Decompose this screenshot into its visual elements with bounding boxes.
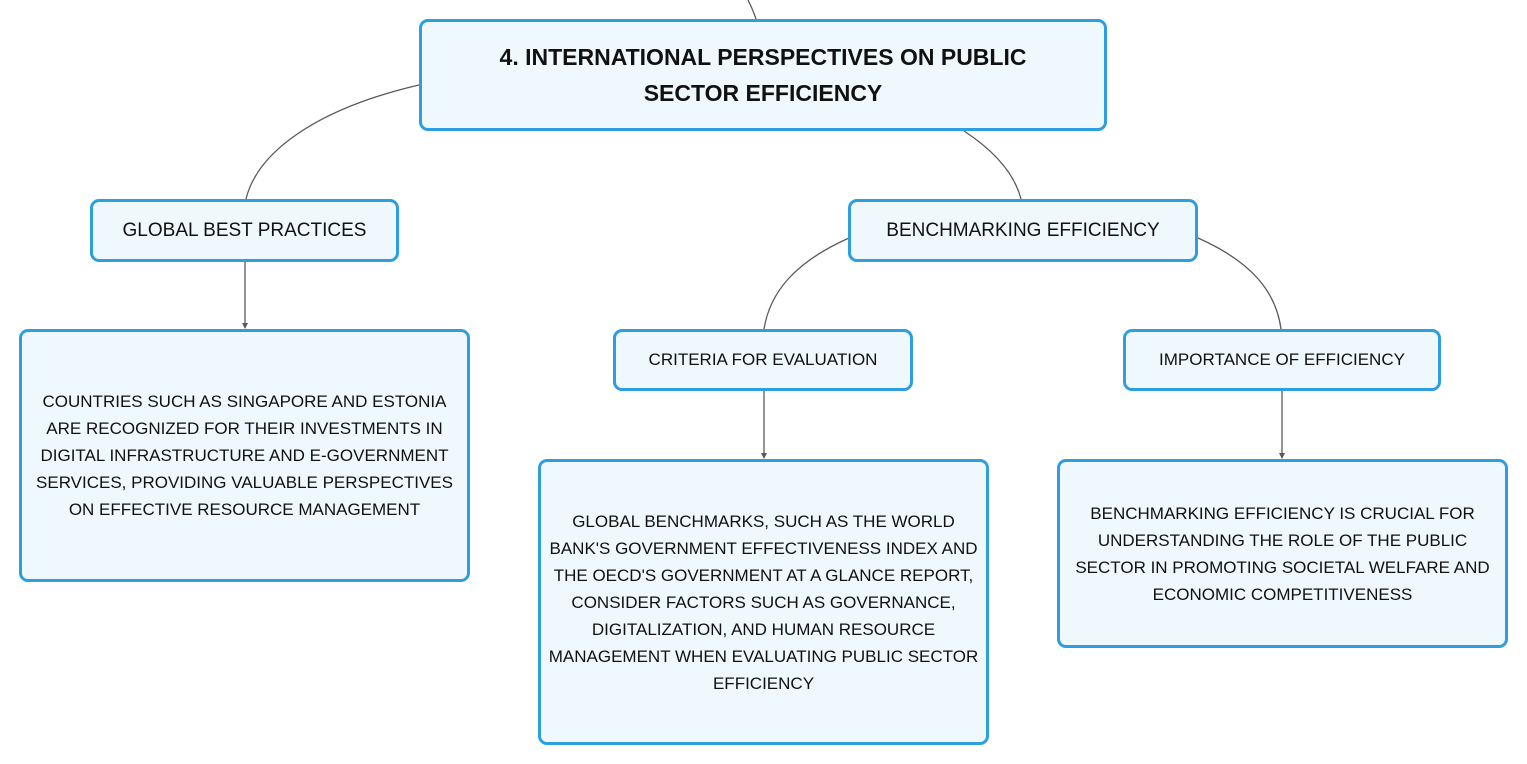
criteria-for-evaluation-label: CRITERIA FOR EVALUATION <box>648 350 878 369</box>
benchmarking-efficiency-node[interactable]: BENCHMARKING EFFICIENCY <box>848 199 1198 262</box>
connector-benchmarking-to-criteria <box>763 237 850 330</box>
connector-root-to-benchmarking-efficiency <box>963 130 1022 200</box>
criteria-for-evaluation-detail-text: GLOBAL BENCHMARKS, SUCH AS THE WORLD BAN… <box>548 511 979 693</box>
importance-of-efficiency-node[interactable]: IMPORTANCE OF EFFICIENCY <box>1123 329 1441 391</box>
criteria-for-evaluation-node[interactable]: CRITERIA FOR EVALUATION <box>613 329 913 391</box>
global-best-practices-detail-node[interactable]: COUNTRIES SUCH AS SINGAPORE AND ESTONIA … <box>19 329 470 582</box>
global-best-practices-detail-text: COUNTRIES SUCH AS SINGAPORE AND ESTONIA … <box>36 392 453 519</box>
global-best-practices-node[interactable]: GLOBAL BEST PRACTICES <box>90 199 399 262</box>
global-best-practices-label: GLOBAL BEST PRACTICES <box>122 219 367 241</box>
benchmarking-efficiency-label: BENCHMARKING EFFICIENCY <box>886 219 1160 241</box>
root-topic-label: 4. INTERNATIONAL PERSPECTIVES ON PUBLIC … <box>499 44 1027 106</box>
connector-root-to-global-best-practices <box>245 84 420 200</box>
criteria-for-evaluation-detail-node[interactable]: GLOBAL BENCHMARKS, SUCH AS THE WORLD BAN… <box>538 459 989 745</box>
root-topic-node[interactable]: 4. INTERNATIONAL PERSPECTIVES ON PUBLIC … <box>419 19 1107 131</box>
importance-of-efficiency-label: IMPORTANCE OF EFFICIENCY <box>1159 350 1405 369</box>
connector-parent-to-root <box>747 0 757 20</box>
importance-of-efficiency-detail-text: BENCHMARKING EFFICIENCY IS CRUCIAL FOR U… <box>1075 503 1490 604</box>
importance-of-efficiency-detail-node[interactable]: BENCHMARKING EFFICIENCY IS CRUCIAL FOR U… <box>1057 459 1508 648</box>
connector-benchmarking-to-importance <box>1197 237 1282 330</box>
